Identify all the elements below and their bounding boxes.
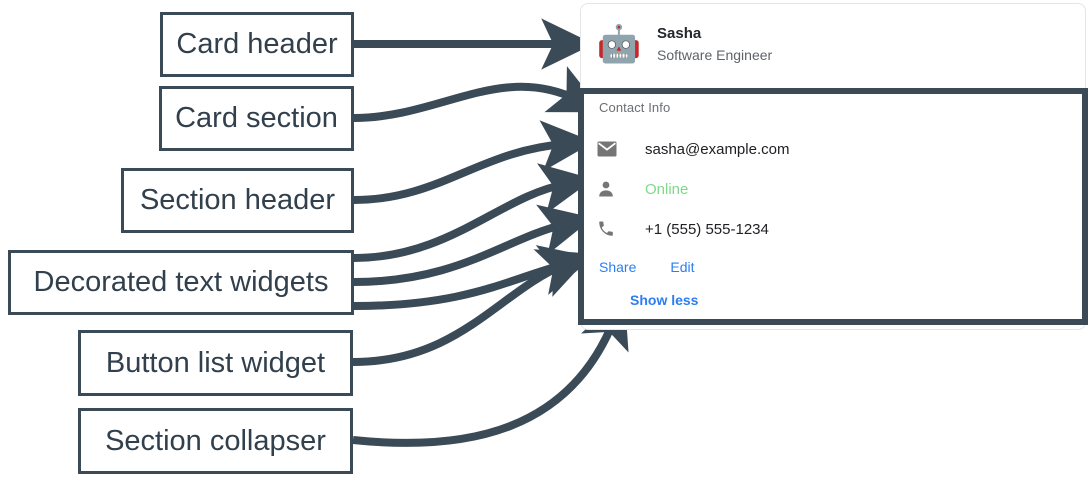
arrow-decorated-text-1 xyxy=(353,163,594,262)
robot-icon: 🤖 xyxy=(596,23,642,64)
label-card-section: Card section xyxy=(159,86,354,151)
label-section-header: Section header xyxy=(121,168,354,233)
contact-card: 🤖 Sasha Software Engineer Contact Info s… xyxy=(580,3,1086,330)
phone-value: +1 (555) 555-1234 xyxy=(645,220,769,238)
card-header: 🤖 Sasha Software Engineer xyxy=(581,4,1085,86)
label-card-section-text: Card section xyxy=(175,102,338,134)
label-button-list-widget: Button list widget xyxy=(78,330,353,396)
button-list-widget: Share Edit xyxy=(597,249,1069,285)
label-section-header-text: Section header xyxy=(139,184,336,216)
status-value: Online xyxy=(645,180,689,198)
label-button-list-widget-text: Button list widget xyxy=(105,346,326,379)
label-decorated-text-widgets-text: Decorated text widgets xyxy=(33,266,329,298)
arrow-card-section xyxy=(353,66,604,122)
card-header-subtitle: Software Engineer xyxy=(657,46,773,63)
arrow-section-collapser xyxy=(352,294,629,447)
arrow-decorated-text-3 xyxy=(353,245,594,310)
show-less-button[interactable]: Show less xyxy=(630,292,699,308)
card-header-text: Sasha Software Engineer xyxy=(657,25,772,64)
section-header: Contact Info xyxy=(599,100,671,115)
share-button[interactable]: Share xyxy=(599,259,637,275)
person-icon xyxy=(597,180,619,198)
edit-button[interactable]: Edit xyxy=(670,259,695,275)
section-collapser: Show less xyxy=(597,285,1069,315)
email-icon xyxy=(597,141,619,157)
email-value: sasha@example.com xyxy=(645,140,790,158)
arrow-decorated-text-2 xyxy=(353,204,594,286)
decorated-text-widget-phone: +1 (555) 555-1234 xyxy=(597,209,1069,249)
label-section-collapser-text: Section collapser xyxy=(105,424,326,457)
arrow-button-list xyxy=(352,249,593,366)
label-card-header: Card header xyxy=(160,12,354,77)
decorated-text-widget-status: Online xyxy=(597,169,1069,209)
label-card-header-text: Card header xyxy=(176,28,338,60)
phone-icon xyxy=(597,220,619,238)
card-section: Contact Info sasha@example.com xyxy=(581,86,1085,329)
decorated-text-widget-email: sasha@example.com xyxy=(597,129,1069,169)
card-header-title: Sasha xyxy=(657,24,702,42)
arrow-section-header xyxy=(353,120,594,204)
label-section-collapser: Section collapser xyxy=(78,408,353,474)
label-decorated-text-widgets: Decorated text widgets xyxy=(8,250,354,315)
